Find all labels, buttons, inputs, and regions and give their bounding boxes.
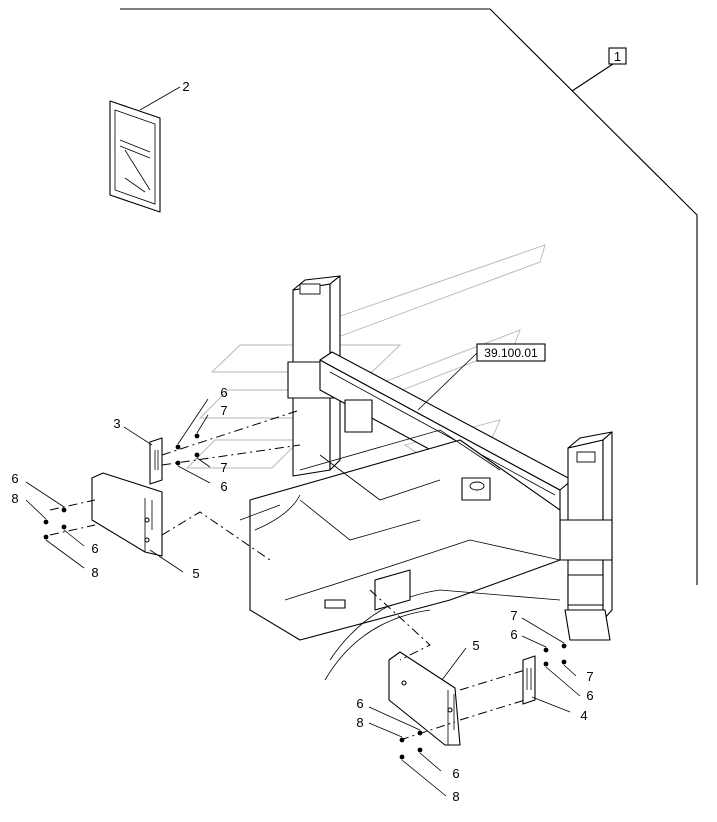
reference-box: 39.100.01: [476, 343, 546, 362]
part-left-plate-3: [149, 437, 163, 485]
assembly-number: 1: [614, 49, 621, 64]
leaders-left: [25, 398, 211, 569]
callout-6-e: 6: [510, 627, 517, 642]
callout-7-d: 7: [586, 669, 593, 684]
callout-6-c: 6: [11, 471, 18, 486]
hardware-right: [399, 643, 567, 760]
callout-8-b: 8: [91, 565, 98, 580]
hardware-left: [43, 433, 200, 540]
callout-3: 3: [113, 416, 120, 431]
callout-6-h: 6: [452, 766, 459, 781]
alignment-lines-right: [369, 589, 526, 741]
part-right-guard-5: [388, 651, 461, 746]
part-right-plate-4: [522, 655, 536, 705]
callout-7-a: 7: [220, 403, 227, 418]
part-decal-sheet: [109, 100, 161, 213]
callout-8-c: 8: [356, 715, 363, 730]
assembly-boundary: [120, 8, 698, 585]
callout-8-d: 8: [452, 789, 459, 804]
callout-7-b: 7: [220, 460, 227, 475]
callout-2: 2: [182, 79, 189, 94]
frame-assembly: [239, 275, 613, 681]
callout-6-g: 6: [356, 696, 363, 711]
callout-6-f: 6: [586, 688, 593, 703]
part-left-guard-5: [91, 472, 163, 557]
callout-4: 4: [580, 708, 587, 723]
reference-code: 39.100.01: [484, 346, 538, 360]
callout-8-a: 8: [11, 491, 18, 506]
assembly-number-box: 1: [608, 47, 627, 65]
callout-6-d: 6: [91, 541, 98, 556]
callout-5-right: 5: [472, 638, 479, 653]
callout-5-left: 5: [192, 566, 199, 581]
alignment-lines-left: [49, 409, 301, 561]
callout-6-a: 6: [220, 385, 227, 400]
callout-7-c: 7: [510, 608, 517, 623]
callout-6-b: 6: [220, 479, 227, 494]
leaders-right: [368, 617, 581, 797]
